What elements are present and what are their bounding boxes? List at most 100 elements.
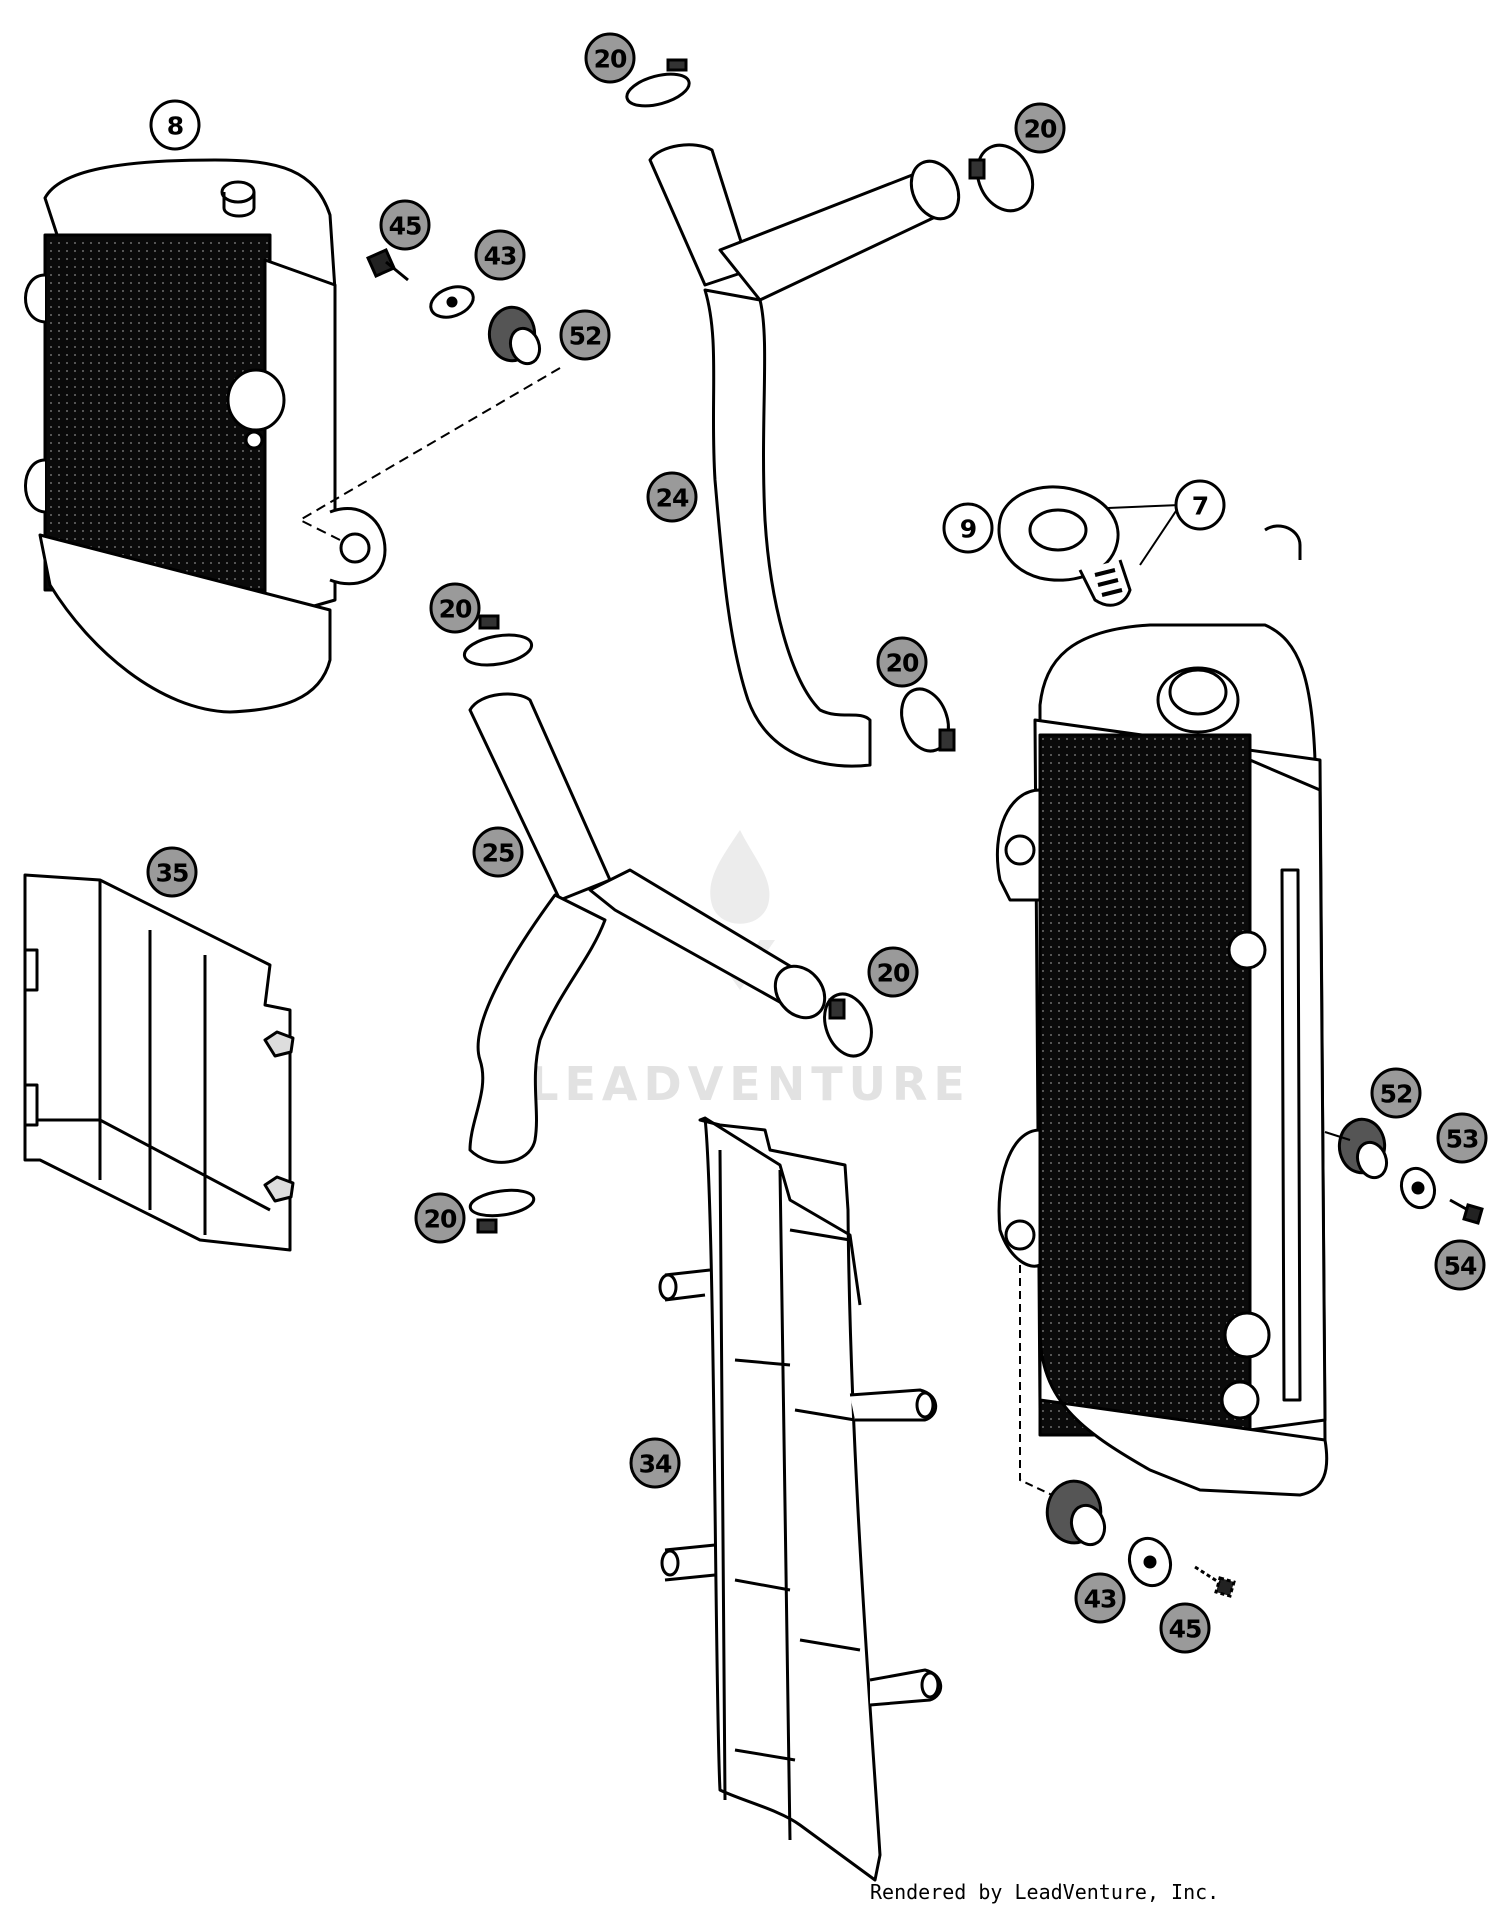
radiator-cap <box>997 485 1132 607</box>
callout-bolt[interactable]: 45 <box>379 199 431 251</box>
callout-circle <box>414 1192 466 1244</box>
callout-hose-clamp[interactable]: 20 <box>876 636 928 688</box>
callout-number: 25 <box>482 839 515 868</box>
callout-radiator-hose-upper[interactable]: 24 <box>646 471 698 523</box>
callout-circle <box>379 199 431 251</box>
radiator-left-bracket-1 <box>24 273 46 324</box>
callout-radiator-guard-left[interactable]: 35 <box>146 846 198 898</box>
radiator-left-bottom-tank <box>38 533 332 714</box>
callout-rubber-grommet[interactable]: 52 <box>1370 1067 1422 1119</box>
callout-washer[interactable]: 43 <box>1074 1572 1126 1624</box>
callout-bolt[interactable]: 45 <box>1159 1602 1211 1654</box>
callout-number: 53 <box>1446 1125 1479 1154</box>
callout-number: 20 <box>877 959 910 988</box>
callout-hose-clamp[interactable]: 20 <box>414 1192 466 1244</box>
flame-logo-icon <box>710 830 770 924</box>
mount-hardware-left <box>366 248 542 366</box>
render-credit: Rendered by LeadVenture, Inc. <box>870 1880 1220 1904</box>
leader-line-right-upper <box>1324 1131 1351 1141</box>
screw-icon <box>1449 1198 1484 1225</box>
callout-circle <box>867 946 919 998</box>
radiator-guard-left <box>23 873 295 1252</box>
radiator-left-side-tank <box>263 258 337 622</box>
callout-circle <box>1014 102 1066 154</box>
callout-circle <box>1174 479 1226 531</box>
callout-number: 35 <box>156 859 189 888</box>
callout-circle <box>429 582 481 634</box>
callout-circle <box>559 309 611 361</box>
radiator-guard-right <box>658 1116 943 1882</box>
radiator-left-inlet <box>226 368 286 432</box>
callout-screw[interactable]: 54 <box>1434 1239 1486 1291</box>
callout-circle <box>629 1437 681 1489</box>
radiator-hose-upper <box>648 143 961 768</box>
callout-circle <box>646 471 698 523</box>
callout-number: 24 <box>656 484 689 513</box>
callout-hose-clamp[interactable]: 20 <box>867 946 919 998</box>
radiator-hose-lower <box>468 692 827 1164</box>
callout-circle <box>876 636 928 688</box>
callout-circle <box>1436 1112 1488 1164</box>
callout-washer[interactable]: 43 <box>474 229 526 281</box>
radiator-right <box>995 524 1329 1497</box>
callout-number: 20 <box>1024 115 1057 144</box>
radiator-right-side-slot <box>1280 868 1302 1402</box>
callout-circle <box>942 502 994 554</box>
radiator-left-cap-boss <box>220 180 256 218</box>
callout-number: 52 <box>1380 1080 1413 1109</box>
callout-radiator-right[interactable]: 7 <box>1174 479 1226 531</box>
callout-number: 20 <box>439 595 472 624</box>
callout-rubber-grommet[interactable]: 52 <box>559 309 611 361</box>
radiator-left-mount-hole <box>339 532 371 564</box>
hose-clamp-icon <box>468 1188 536 1218</box>
callout-number: 34 <box>639 1450 672 1479</box>
hose-clamps <box>462 58 1035 1234</box>
leader-line-left <box>297 367 561 541</box>
callout-circle <box>1074 1572 1126 1624</box>
callout-hose-clamp[interactable]: 20 <box>584 32 636 84</box>
hose-upper-body <box>703 288 872 768</box>
radiator-right-mount-plate <box>995 788 1042 1268</box>
radiator-left <box>24 158 387 714</box>
hose-lower-body <box>468 893 607 1164</box>
callout-radiator-left[interactable]: 8 <box>149 99 201 151</box>
callout-number: 20 <box>424 1205 457 1234</box>
hose-clamp-icon <box>975 143 1035 213</box>
leader-line-cap <box>1107 504 1181 566</box>
hose-lower-stub <box>468 692 612 902</box>
callout-circle <box>474 229 526 281</box>
radiator-right-core <box>1038 733 1252 1437</box>
callout-radiator-cap[interactable]: 9 <box>942 502 994 554</box>
hose-clamp-icon <box>462 633 534 667</box>
radiator-left-bracket-2 <box>24 458 46 514</box>
callout-number: 43 <box>484 242 517 271</box>
hose-clamp-icon <box>900 687 950 753</box>
bolt-icon <box>1194 1565 1236 1598</box>
callout-circle <box>146 846 198 898</box>
callout-number: 54 <box>1444 1252 1477 1281</box>
callout-number: 20 <box>594 45 627 74</box>
hose-lower-opening <box>773 964 827 1020</box>
leader-line-right-lower <box>1019 1265 1053 1496</box>
mount-hardware-bottom <box>1045 1479 1236 1598</box>
callout-number: 52 <box>569 322 602 351</box>
callout-number: 8 <box>167 112 183 141</box>
callout-circle <box>1434 1239 1486 1291</box>
bolt-icon <box>366 248 409 282</box>
callout-number: 45 <box>1169 1615 1202 1644</box>
callout-number: 45 <box>389 212 422 241</box>
callout-number: 9 <box>960 515 976 544</box>
callout-bushing[interactable]: 53 <box>1436 1112 1488 1164</box>
callout-hose-clamp[interactable]: 20 <box>1014 102 1066 154</box>
radiator-right-bottom-tank <box>1038 1328 1329 1497</box>
callout-circle <box>1370 1067 1422 1119</box>
callout-circle <box>149 99 201 151</box>
callout-hose-clamp[interactable]: 20 <box>429 582 481 634</box>
radiator-left-outlet <box>244 430 264 450</box>
callout-circle <box>584 32 636 84</box>
callout-radiator-hose-lower[interactable]: 25 <box>472 826 524 878</box>
callout-layer: 8 45 43 52 20 20 24 9 7 20 20 25 35 20 20 52 53 54 34 43 45 <box>146 32 1488 1654</box>
mount-hardware-right <box>1337 1117 1484 1225</box>
callout-radiator-guard-right[interactable]: 34 <box>629 1437 681 1489</box>
